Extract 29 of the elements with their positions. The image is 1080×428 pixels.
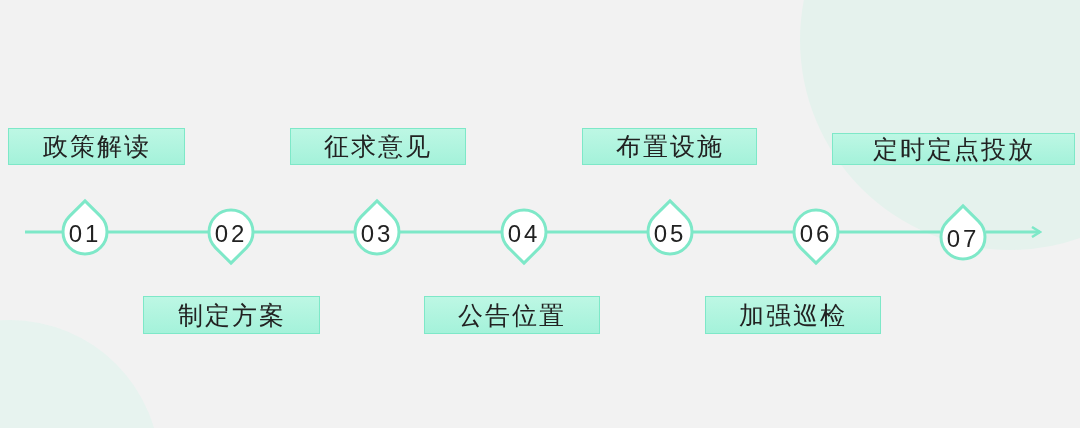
step-marker [352,196,402,256]
step-marker [499,208,549,268]
step-number: 02 [213,222,249,246]
step-label-box: 布置设施 [582,128,757,165]
step-marker [938,201,988,261]
arrow [986,225,1042,239]
step-label-box: 加强巡检 [705,296,881,334]
step-marker [791,208,841,268]
step-number: 03 [359,222,395,246]
step-marker [60,196,110,256]
step-number: 01 [67,222,103,246]
step-label-box: 政策解读 [8,128,185,165]
step-number: 06 [798,222,834,246]
timeline-line [839,230,940,234]
step-marker [206,208,256,268]
timeline-line [108,230,208,234]
step-label-box: 制定方案 [143,296,320,334]
timeline-line [400,230,501,234]
timeline-line [25,230,62,234]
timeline-line [693,230,793,234]
step-label-box: 定时定点投放 [832,133,1075,165]
step-number: 07 [945,227,981,251]
step-number: 05 [652,222,688,246]
step-number: 04 [506,222,542,246]
timeline-line [547,230,647,234]
step-marker [645,196,695,256]
step-label-box: 征求意见 [290,128,466,165]
timeline-line [254,230,354,234]
step-label-box: 公告位置 [424,296,600,334]
